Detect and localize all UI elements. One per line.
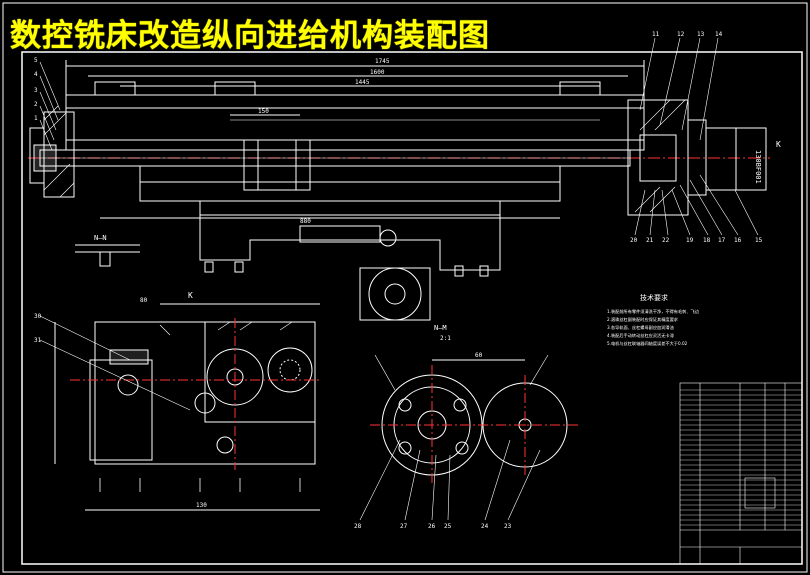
gear-views [359,354,580,521]
dim-80: 80 [140,297,148,304]
part-23: 23 [504,523,512,530]
part-12: 12 [677,31,685,38]
part-13: 13 [697,31,705,38]
part-17: 17 [718,237,726,244]
part-22: 22 [662,237,670,244]
part-28: 28 [354,523,362,530]
tech-req-title: 技术要求 [640,293,668,302]
view-k-label: K [188,291,193,300]
tech-req-line-5: 5.电机与丝杠联轴器同轴度误差不大于0.02 [607,340,688,347]
part-20: 20 [630,237,638,244]
technical-requirements: 技术要求 1.装配前所有零件须清洗干净，不得有毛刺、飞边 2.滚珠丝杠副装配时应… [607,293,700,347]
part-25: 25 [444,523,452,530]
part-3: 3 [34,87,38,94]
pinion-gear [368,267,422,321]
worktable [65,94,645,151]
part-16: 16 [734,237,742,244]
part-26: 26 [428,523,436,530]
part-21: 21 [646,237,654,244]
inner-border [21,51,803,565]
part-27: 27 [400,523,408,530]
part-4: 4 [34,71,38,78]
title-block [679,382,803,565]
main-section-view [28,37,770,321]
part-11: 11 [652,31,660,38]
part-15: 15 [755,237,763,244]
tech-req-line-3: 3.各导轨面、丝杠螺母副应加润滑油 [607,324,674,331]
motor-label: 130BF001 [754,150,762,184]
bom-rows [680,389,802,526]
saddle [139,165,561,202]
part-5: 5 [34,57,38,64]
part-2: 2 [34,101,38,108]
dim-130: 130 [196,502,207,509]
dim-60: 60 [475,352,483,359]
dim-1745: 1745 [375,58,390,65]
part-14: 14 [715,31,723,38]
part-1: 1 [34,115,38,122]
section-nn-label: N—N [94,234,107,242]
section-nm-label: N—M [434,324,447,332]
part-24: 24 [481,523,489,530]
part-18: 18 [703,237,711,244]
view-k-arrow: K [776,140,781,149]
part-31: 31 [34,337,42,344]
ball-nut [243,139,311,191]
dim-1445: 1445 [355,79,370,86]
tech-req-line-2: 2.滚珠丝杠副装配时应保证其精度要求 [607,316,679,323]
tech-req-line-4: 4.装配后手动转动丝杠应灵活无卡滞 [607,332,674,339]
dim-150: 150 [258,108,269,115]
side-view-k [39,303,320,511]
drawing-title: 数控铣床改造纵向进给机构装配图 [10,18,490,54]
part-30: 30 [34,313,42,320]
dim-1600: 1600 [370,69,385,76]
part-19: 19 [686,237,694,244]
dim-880: 880 [300,218,311,225]
tech-req-line-1: 1.装配前所有零件须清洗干净，不得有毛刺、飞边 [607,308,700,315]
section-ratio: 2:1 [440,335,451,342]
